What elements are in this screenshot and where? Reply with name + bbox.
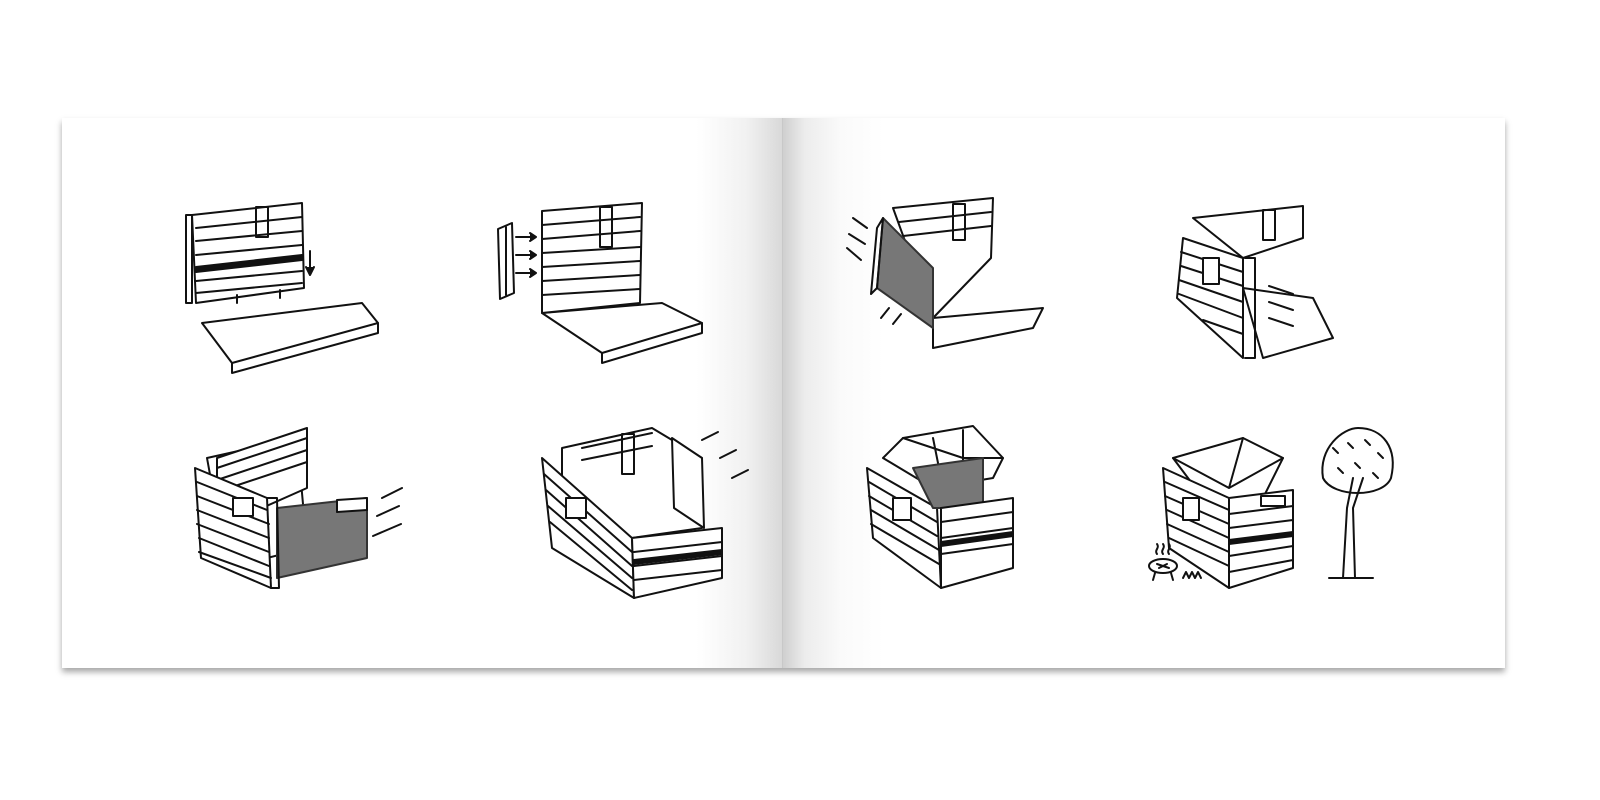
left-page [62,118,783,668]
sketch-step-1-back-wall [185,202,379,374]
sketch-step-6-side-wall [541,427,749,599]
sketch-step-5-front-wall [194,427,403,589]
sketch-step-8-finished-hut [1148,427,1394,589]
sketch-step-7-roof [866,425,1014,589]
sketch-step-4-right-wall [1176,205,1334,359]
right-page [783,118,1505,668]
sketch-step-2-side-post [497,202,703,364]
sketch-step-3-left-wall [846,197,1044,349]
open-book [62,118,1505,668]
